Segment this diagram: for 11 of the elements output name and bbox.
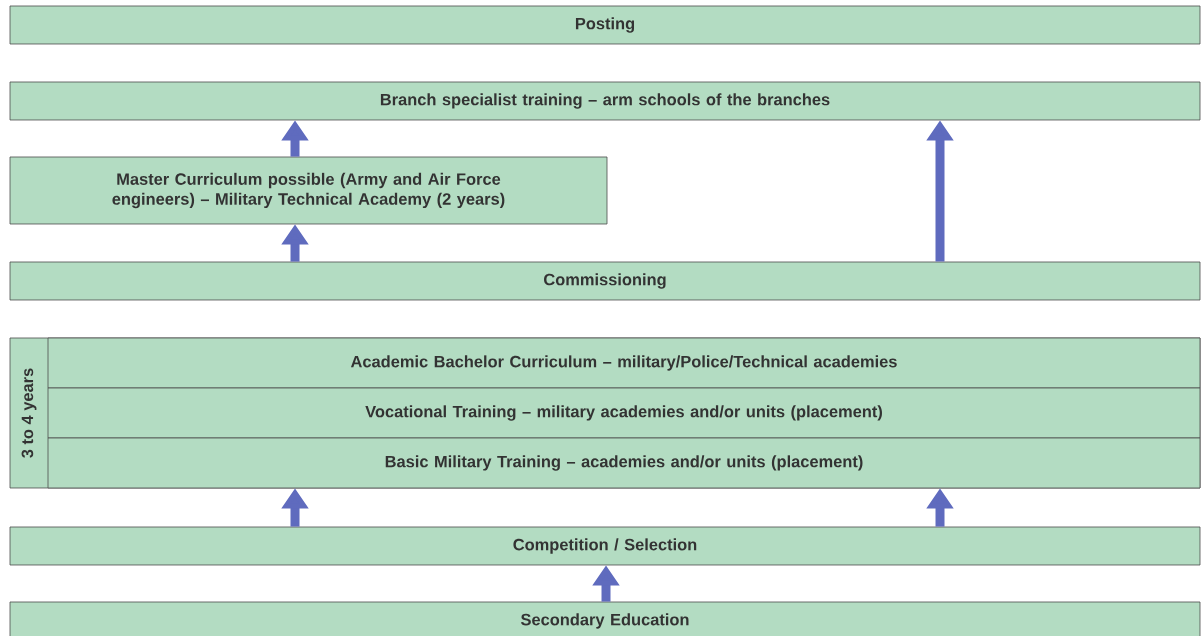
process-box: Master Curriculum possible (Army and Air Force engineers) – Military Technical Academy (2 years) — [9, 156, 608, 225]
node-label: Academic Bachelor Curriculum – military/Police/Technical academies — [350, 355, 897, 371]
process-box: Commissioning — [9, 261, 1201, 301]
process-box: Branch specialist training – arm schools of the branches — [9, 81, 1201, 121]
process-box: Basic Military Training – academies and/or units (placement) — [47, 437, 1201, 489]
process-box: Academic Bachelor Curriculum – military/Police/Technical academies — [47, 337, 1201, 389]
process-box: Secondary Education — [9, 601, 1201, 636]
node-label: Vocational Training – military academies and/or units (placement) — [365, 405, 882, 421]
process-box: Competition / Selection — [9, 526, 1201, 566]
process-box: Posting — [9, 5, 1201, 45]
process-box: Vocational Training – military academies and/or units (placement) — [47, 387, 1201, 439]
